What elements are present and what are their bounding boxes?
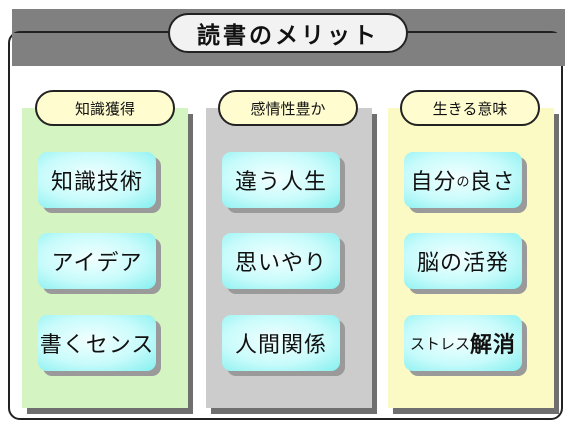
item-stress-relief-part-2: 解消 [470, 333, 517, 358]
item-own-strengths-part-3: 良さ [469, 170, 516, 195]
item-own-strengths-part-2: の [456, 174, 470, 190]
column-2-label: 感情性豊か [218, 90, 358, 126]
item-writing-sense: 書くセンス [38, 315, 156, 371]
column-1-label: 知識獲得 [35, 90, 175, 126]
column-3-label: 生きる意味 [400, 90, 540, 126]
diagram-title: 読書のメリット [168, 13, 408, 53]
item-compassion: 思いやり [222, 233, 340, 289]
item-different-life: 違う人生 [222, 152, 340, 208]
item-brain-activity: 脳の活発 [404, 233, 522, 289]
item-knowledge-skill: 知識技術 [38, 152, 156, 208]
item-stress-relief: ストレス解消 [404, 315, 522, 371]
item-ideas: アイデア [38, 233, 156, 289]
item-stress-relief-part-1: ストレス [409, 334, 470, 353]
item-relationships: 人間関係 [222, 315, 340, 371]
item-own-strengths: 自分の良さ [404, 152, 522, 208]
item-own-strengths-part-1: 自分 [410, 170, 457, 195]
